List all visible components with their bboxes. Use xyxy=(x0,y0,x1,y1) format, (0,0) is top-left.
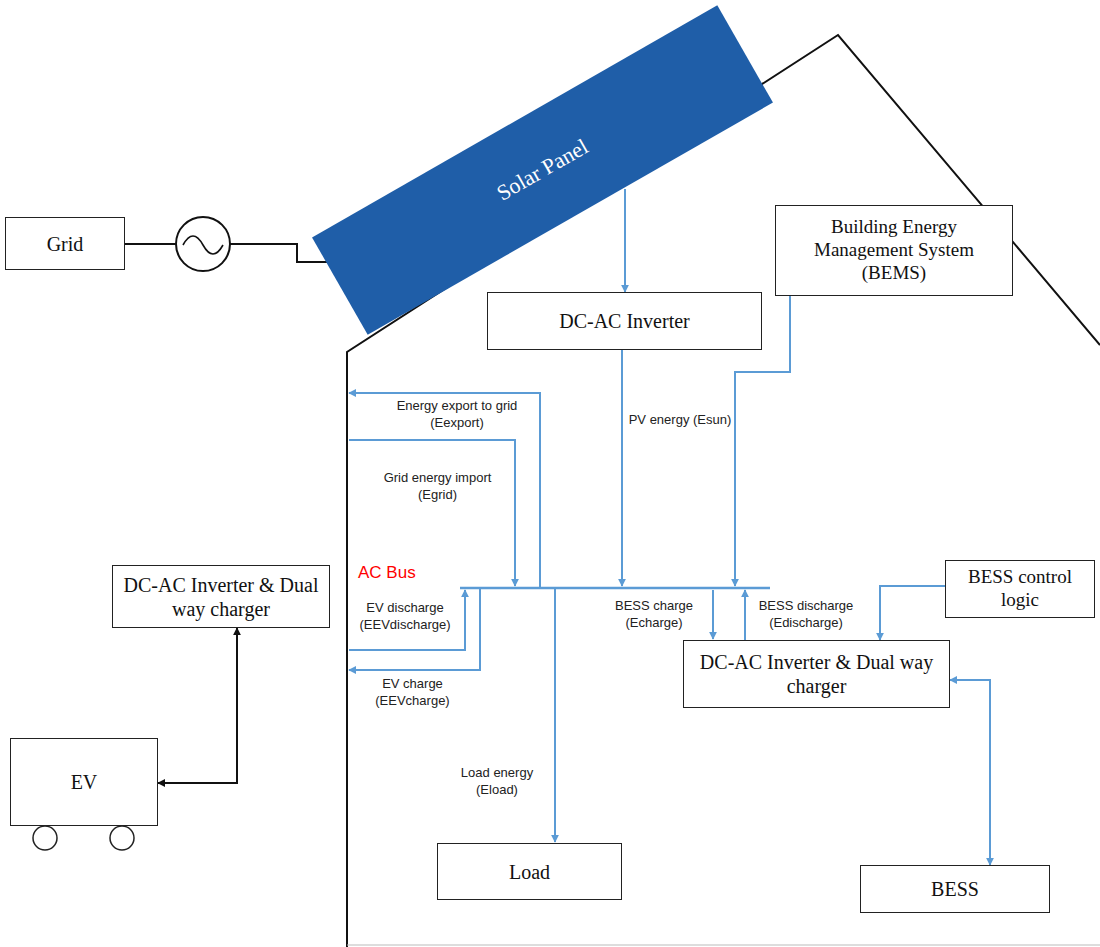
box-text: EV xyxy=(71,770,98,794)
box-text: DC-AC Inverter & Dual way charger xyxy=(121,573,321,621)
box-text: Load xyxy=(509,860,550,884)
ev-link-arrow xyxy=(158,628,237,783)
bess-link-arrow xyxy=(950,680,990,865)
ev-vehicle: EV xyxy=(10,738,158,826)
sine-symbol xyxy=(183,236,223,254)
flow-label: Grid energy import (Egrid) xyxy=(365,470,510,504)
grid-wire xyxy=(125,244,347,262)
ev-charge-flow xyxy=(349,588,480,670)
export-flow xyxy=(349,393,540,588)
ev-wheels xyxy=(33,826,134,850)
house-floor xyxy=(347,945,1100,946)
flow-label: BESS charge (Echarge) xyxy=(598,598,710,632)
box-text: DC-AC Inverter xyxy=(559,309,690,333)
box-text: DC-AC Inverter & Dual way charger xyxy=(692,650,941,698)
flow-label: BESS discharge (Edischarge) xyxy=(750,598,862,632)
flow-label: Energy export to grid (Eexport) xyxy=(382,398,532,432)
bess-discharge-flow xyxy=(744,590,746,640)
ac-source-symbol xyxy=(176,217,230,271)
pv-dc-arrow xyxy=(624,189,626,292)
control-logic-box: BESS control logic xyxy=(945,560,1095,618)
bess-charge-flow xyxy=(712,590,714,639)
flow-label: Load energy (Eload) xyxy=(443,765,551,799)
ev-discharge-flow xyxy=(349,590,465,650)
bess-box: BESS xyxy=(860,865,1050,913)
load-box: Load xyxy=(437,843,622,900)
pv-flow xyxy=(621,350,623,586)
control-arrow xyxy=(880,586,945,640)
box-text: Solar Panel xyxy=(492,133,593,206)
ac-bus-line xyxy=(460,587,770,590)
flow-label: PV energy (Esun) xyxy=(628,412,732,429)
inverter-box: DC-AC Inverter xyxy=(487,292,762,350)
load-flow xyxy=(554,588,556,842)
import-flow xyxy=(349,440,515,586)
flow-label: EV discharge (EEVdischarge) xyxy=(350,600,460,634)
bems-box: Building Energy Management System (BEMS) xyxy=(775,205,1013,296)
inverter-charger-box: DC-AC Inverter & Dual way charger xyxy=(112,565,330,628)
solar-panel: Solar Panel xyxy=(312,5,773,334)
box-text: BESS xyxy=(931,877,979,901)
flow-label: EV charge (EEVcharge) xyxy=(350,676,475,710)
grid-box: Grid xyxy=(5,217,125,270)
bus-label: AC Bus xyxy=(358,562,458,584)
box-text: Building Energy Management System (BEMS) xyxy=(784,216,1004,284)
box-text: BESS control logic xyxy=(954,566,1086,612)
inverter-charger-box: DC-AC Inverter & Dual way charger xyxy=(683,640,950,708)
box-text: Grid xyxy=(47,232,84,256)
